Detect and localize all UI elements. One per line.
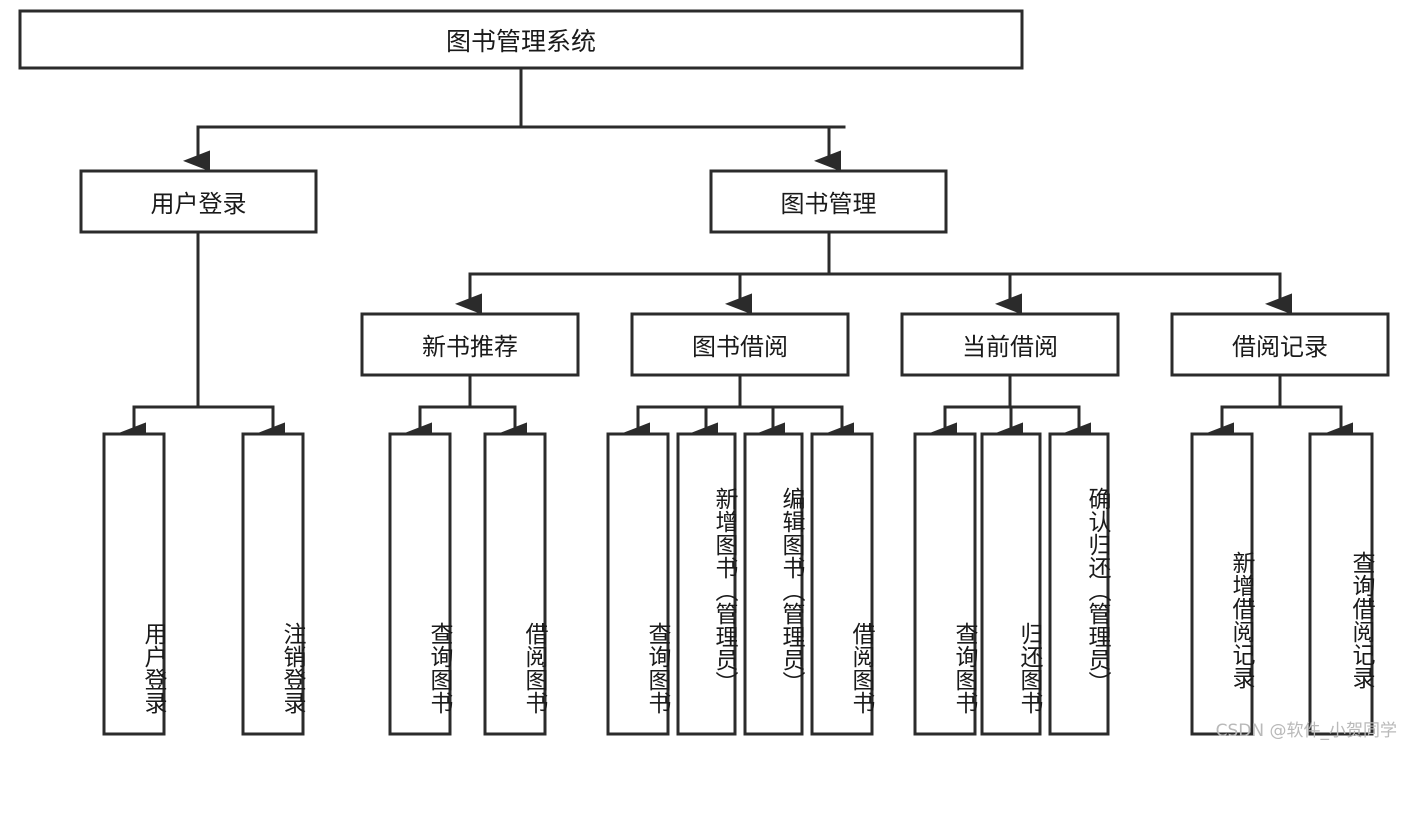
leaf-current-borrow-2[interactable] [1048, 432, 1110, 736]
leaf-new-book-0[interactable] [388, 432, 452, 736]
leaf-user-login-1[interactable] [241, 432, 305, 736]
node-root[interactable] [18, 9, 1024, 70]
leaf-book-borrow-0[interactable] [606, 432, 670, 736]
node-new-book-recommend[interactable] [360, 312, 580, 377]
leaf-book-borrow-2[interactable] [743, 432, 804, 736]
leaf-current-borrow-1[interactable] [980, 432, 1042, 736]
leaf-borrow-record-0[interactable] [1190, 432, 1254, 736]
leaf-book-borrow-3[interactable] [810, 432, 874, 736]
node-user-login[interactable] [79, 169, 318, 234]
leaf-new-book-1[interactable] [483, 432, 547, 736]
node-book-management[interactable] [709, 169, 948, 234]
watermark-text: CSDN @软件_小贺同学 [1215, 721, 1397, 741]
connector-userlogin-to-leaves [119, 230, 285, 444]
node-current-borrow[interactable] [900, 312, 1120, 377]
connector-bookmgmt-to-level3 [455, 230, 1292, 315]
hierarchy-diagram [18, 9, 1390, 736]
node-book-borrow[interactable] [630, 312, 850, 377]
leaf-book-borrow-1[interactable] [676, 432, 737, 736]
connector-currentborrow-to-leaves [930, 373, 1091, 444]
connector-bookborrow-to-leaves [623, 373, 854, 444]
connector-root-to-level2 [183, 66, 846, 172]
connector-newbook-to-leaves [405, 373, 527, 444]
leaf-user-login-0[interactable] [102, 432, 166, 736]
leaf-borrow-record-1[interactable] [1308, 432, 1374, 736]
leaf-current-borrow-0[interactable] [913, 432, 977, 736]
diagram-canvas: 图书管理系统 用户登录 图书管理 新书推荐 图书借阅 当前借阅 借阅记录 用户登… [18, 9, 1397, 741]
node-borrow-record[interactable] [1170, 312, 1390, 377]
connector-borrowrecord-to-leaves [1207, 373, 1353, 444]
